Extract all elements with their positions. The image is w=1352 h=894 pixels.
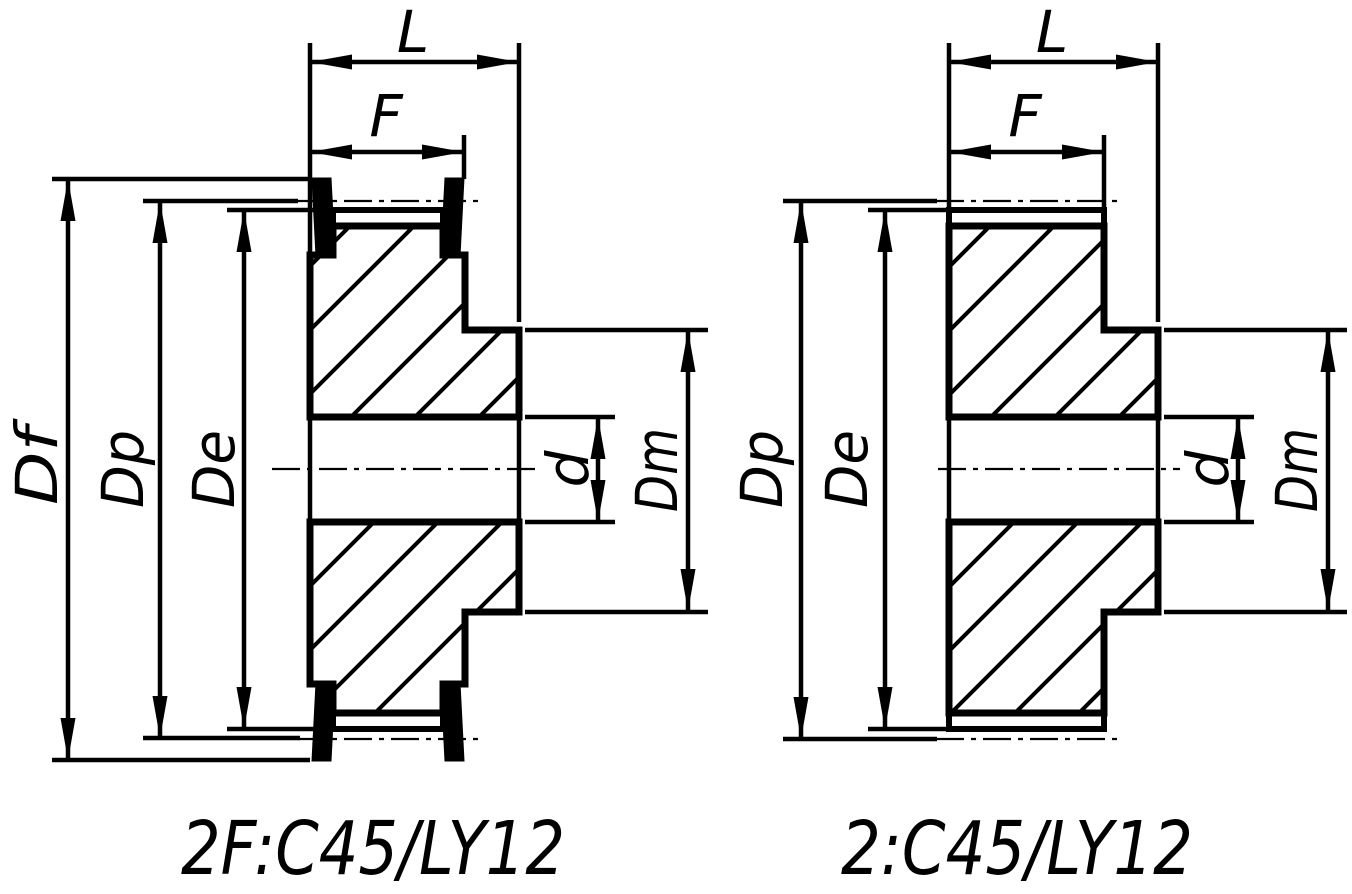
right-arrow-De-top bbox=[877, 210, 893, 252]
left-tooth-band-bottom bbox=[330, 710, 446, 732]
left-arrow-De-top bbox=[236, 210, 252, 252]
right-body-upper-section bbox=[945, 222, 1162, 421]
left-body-upper-section bbox=[306, 222, 523, 421]
left-arrow-Df-bottom bbox=[60, 718, 76, 760]
left-arrow-d-top bbox=[590, 417, 606, 459]
right-arrow-L-left bbox=[949, 54, 991, 70]
left-arrow-Dp-top bbox=[152, 201, 168, 243]
left-arrow-Dp-bottom bbox=[152, 696, 168, 738]
right-arrow-F-left bbox=[949, 144, 991, 160]
right-label-Dm: Dm bbox=[1263, 428, 1331, 512]
left-caption-material-code: 2F:C45/LY12 bbox=[181, 806, 565, 892]
left-arrow-Dm-top bbox=[680, 330, 696, 372]
left-label-Dm: Dm bbox=[623, 428, 691, 512]
left-pulley-view: L F Df Dp De d Dm bbox=[3, 0, 708, 763]
left-arrow-L-left bbox=[310, 54, 352, 70]
right-label-De: De bbox=[813, 430, 881, 508]
right-arrow-L-right bbox=[1116, 54, 1158, 70]
left-flange-bottom-left bbox=[311, 682, 336, 762]
right-label-d: d bbox=[1174, 449, 1242, 487]
right-arrow-Dm-bottom bbox=[1320, 569, 1336, 611]
right-arrow-F-right bbox=[1062, 144, 1104, 160]
right-pulley-view: L F Dp De d Dm bbox=[728, 0, 1347, 742]
right-arrow-De-bottom bbox=[877, 687, 893, 729]
right-label-F: F bbox=[1008, 82, 1043, 150]
left-label-d: d bbox=[534, 449, 602, 487]
right-arrow-Dm-top bbox=[1320, 330, 1336, 372]
right-label-L: L bbox=[1036, 0, 1068, 66]
right-arrow-Dp-bottom bbox=[793, 697, 809, 739]
left-arrow-Dm-bottom bbox=[680, 569, 696, 611]
left-label-Dp: Dp bbox=[89, 430, 157, 508]
right-arrow-d-top bbox=[1230, 417, 1246, 459]
left-arrow-F-right bbox=[422, 144, 464, 160]
left-label-L: L bbox=[397, 0, 429, 66]
left-label-Df: Df bbox=[3, 418, 71, 505]
right-arrow-Dp-top bbox=[793, 201, 809, 243]
left-arrow-De-bottom bbox=[236, 687, 252, 729]
left-arrow-L-right bbox=[477, 54, 519, 70]
right-arrow-d-bottom bbox=[1230, 480, 1246, 522]
right-body-lower-section bbox=[945, 518, 1162, 717]
left-label-De: De bbox=[180, 430, 248, 508]
left-body-lower-section bbox=[306, 518, 523, 717]
left-tooth-band-top bbox=[330, 207, 446, 229]
left-arrow-d-bottom bbox=[590, 480, 606, 522]
left-label-F: F bbox=[369, 82, 404, 150]
left-flange-top-left bbox=[311, 177, 336, 257]
left-flange-top-right bbox=[440, 177, 465, 257]
right-tooth-band-bottom bbox=[946, 710, 1107, 732]
right-tooth-band-top bbox=[946, 207, 1107, 229]
left-arrow-Df-top bbox=[60, 179, 76, 221]
right-label-Dp: Dp bbox=[728, 430, 796, 508]
left-flange-bottom-right bbox=[440, 682, 465, 762]
left-arrow-F-left bbox=[310, 144, 352, 160]
right-caption-material-code: 2:C45/LY12 bbox=[841, 806, 1193, 892]
